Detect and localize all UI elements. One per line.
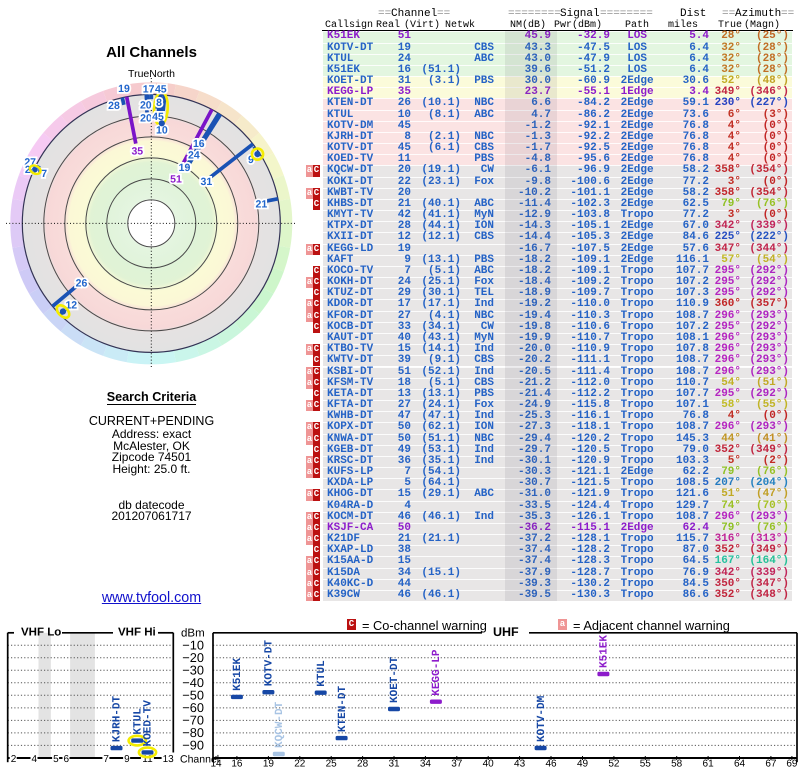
svg-text:6: 6 — [64, 754, 70, 765]
svg-text:KTUL: KTUL — [132, 708, 144, 735]
svg-text:20: 20 — [140, 100, 152, 112]
svg-text:KOED-TV: KOED-TV — [143, 700, 155, 747]
svg-text:58: 58 — [671, 759, 683, 768]
svg-text:VHF Lo: VHF Lo — [21, 626, 61, 638]
svg-text:7: 7 — [103, 754, 109, 765]
svg-text:25: 25 — [326, 759, 338, 768]
svg-text:37: 37 — [451, 759, 463, 768]
svg-text:−30: −30 — [182, 662, 204, 677]
svg-text:KQCW-DT: KQCW-DT — [274, 701, 286, 748]
svg-text:61: 61 — [703, 759, 715, 768]
svg-text:51: 51 — [170, 174, 182, 186]
svg-text:52: 52 — [608, 759, 620, 768]
svg-text:5: 5 — [53, 754, 59, 765]
svg-text:43: 43 — [514, 759, 526, 768]
svg-text:−20: −20 — [182, 650, 204, 665]
svg-text:14: 14 — [210, 759, 222, 768]
svg-text:35: 35 — [131, 146, 143, 158]
svg-text:45: 45 — [155, 84, 167, 96]
svg-text:19: 19 — [263, 759, 275, 768]
svg-text:27: 27 — [24, 157, 36, 169]
svg-text:31: 31 — [201, 176, 213, 188]
svg-text:17: 17 — [143, 84, 155, 96]
svg-text:67: 67 — [765, 759, 777, 768]
svg-text:28: 28 — [357, 759, 369, 768]
svg-text:28: 28 — [108, 100, 120, 112]
svg-text:10: 10 — [156, 124, 168, 136]
svg-text:9: 9 — [124, 754, 130, 765]
svg-text:46: 46 — [545, 759, 557, 768]
svg-text:KOET-DT: KOET-DT — [389, 656, 401, 703]
svg-text:UHF: UHF — [493, 625, 519, 639]
svg-text:KJRH-DT: KJRH-DT — [112, 695, 124, 742]
svg-text:K51EK: K51EK — [599, 635, 611, 668]
svg-text:Channel: Channel — [180, 754, 219, 766]
svg-text:26: 26 — [76, 278, 88, 290]
svg-text:13: 13 — [163, 754, 175, 765]
svg-text:64: 64 — [734, 759, 746, 768]
svg-text:9: 9 — [248, 154, 254, 166]
svg-text:16: 16 — [231, 759, 243, 768]
svg-text:34: 34 — [420, 759, 432, 768]
svg-text:11: 11 — [142, 754, 153, 765]
svg-text:KTUL: KTUL — [316, 660, 328, 687]
svg-text:KOTV-DT: KOTV-DT — [264, 640, 276, 687]
svg-text:−80: −80 — [182, 725, 204, 740]
svg-text:KEGG-LP: KEGG-LP — [431, 649, 443, 696]
svg-text:4: 4 — [32, 754, 38, 765]
svg-text:dBm: dBm — [181, 628, 205, 640]
svg-text:2: 2 — [11, 754, 17, 765]
svg-text:8: 8 — [156, 97, 162, 109]
svg-text:40: 40 — [483, 759, 495, 768]
svg-text:19: 19 — [118, 83, 130, 95]
svg-text:21: 21 — [256, 199, 268, 211]
svg-text:KOTV-DM: KOTV-DM — [536, 695, 548, 742]
svg-text:−90: −90 — [182, 737, 204, 752]
svg-text:KTEN-DT: KTEN-DT — [337, 685, 349, 732]
svg-text:−50: −50 — [182, 687, 204, 702]
svg-text:31: 31 — [388, 759, 400, 768]
svg-text:−40: −40 — [182, 675, 204, 690]
svg-text:−60: −60 — [182, 700, 204, 715]
svg-text:7: 7 — [41, 168, 47, 180]
svg-text:−70: −70 — [182, 712, 204, 727]
svg-text:K51EK: K51EK — [232, 657, 244, 690]
svg-text:−10: −10 — [182, 637, 204, 652]
svg-text:49: 49 — [577, 759, 589, 768]
svg-text:24: 24 — [188, 149, 200, 161]
svg-text:16: 16 — [193, 138, 205, 150]
svg-text:69: 69 — [786, 759, 798, 768]
svg-text:22: 22 — [294, 759, 306, 768]
svg-text:55: 55 — [640, 759, 652, 768]
svg-text:20: 20 — [140, 113, 152, 125]
svg-text:VHF Hi: VHF Hi — [118, 626, 156, 638]
svg-text:19: 19 — [179, 162, 191, 174]
